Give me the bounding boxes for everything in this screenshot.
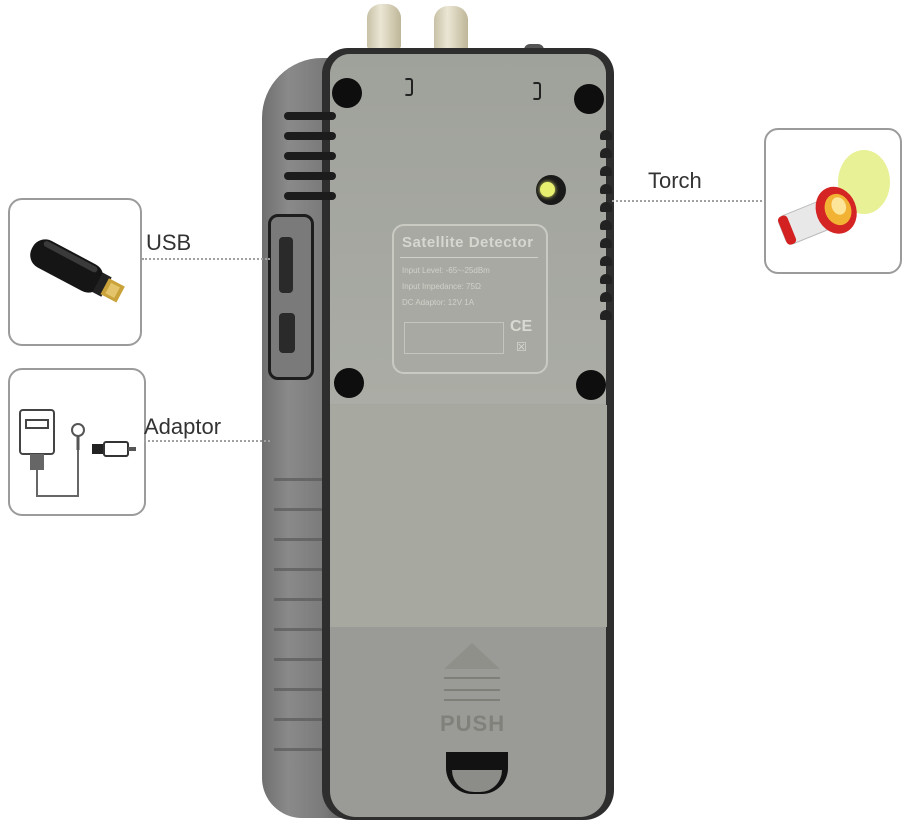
callout-adaptor-box (8, 368, 146, 516)
push-label: PUSH (440, 711, 506, 736)
right-edge-ridges (600, 130, 612, 320)
torch-led-icon (536, 175, 566, 205)
flashlight-icon (777, 150, 890, 245)
side-vents (284, 112, 336, 200)
serial-box (404, 322, 504, 354)
plate-title: Satellite Detector (402, 234, 534, 251)
ce-mark-icon: CE (510, 318, 533, 335)
callout-torch-label: Torch (648, 168, 702, 193)
power-adaptor-icon (19, 409, 136, 497)
rf-connector-right (434, 6, 468, 50)
callout-usb-label: USB (146, 230, 192, 255)
spec-label-plate: Satellite Detector Input Level: -65~-25d… (392, 224, 548, 374)
screw-mid-right (576, 370, 606, 400)
slot-mark (532, 82, 541, 100)
arrow-up-icon (444, 643, 500, 669)
screw-mid-left (334, 368, 364, 398)
plate-spec-line: Input Impedance: 75Ω (402, 282, 481, 291)
side-port-cover[interactable] (268, 214, 314, 380)
callout-adaptor-line (144, 440, 270, 442)
battery-latch[interactable] (446, 752, 508, 794)
callout-usb-box (8, 198, 142, 346)
slot-mark (404, 78, 413, 96)
callout-usb-line (142, 258, 270, 260)
screw-top-left (332, 78, 362, 108)
usb-flash-drive-icon (30, 239, 125, 303)
push-lines (444, 699, 500, 701)
screw-top-right (574, 84, 604, 114)
dc-port[interactable] (279, 313, 295, 353)
callout-adaptor-label: Adaptor (144, 414, 222, 439)
rf-connector-left (367, 4, 401, 48)
callout-torch-box (764, 128, 902, 274)
push-lines (444, 677, 500, 679)
push-lines (444, 689, 500, 691)
weee-bin-icon: ☒ (516, 340, 527, 354)
usb-port[interactable] (279, 237, 293, 293)
plate-spec-line: DC Adaptor: 12V 1A (402, 298, 475, 307)
redacted-region (331, 405, 607, 627)
plate-spec-line: Input Level: -65~-25dBm (402, 266, 490, 275)
plate-divider (400, 257, 538, 258)
callout-torch-line (612, 200, 762, 202)
battery-door[interactable]: PUSH (330, 627, 606, 817)
